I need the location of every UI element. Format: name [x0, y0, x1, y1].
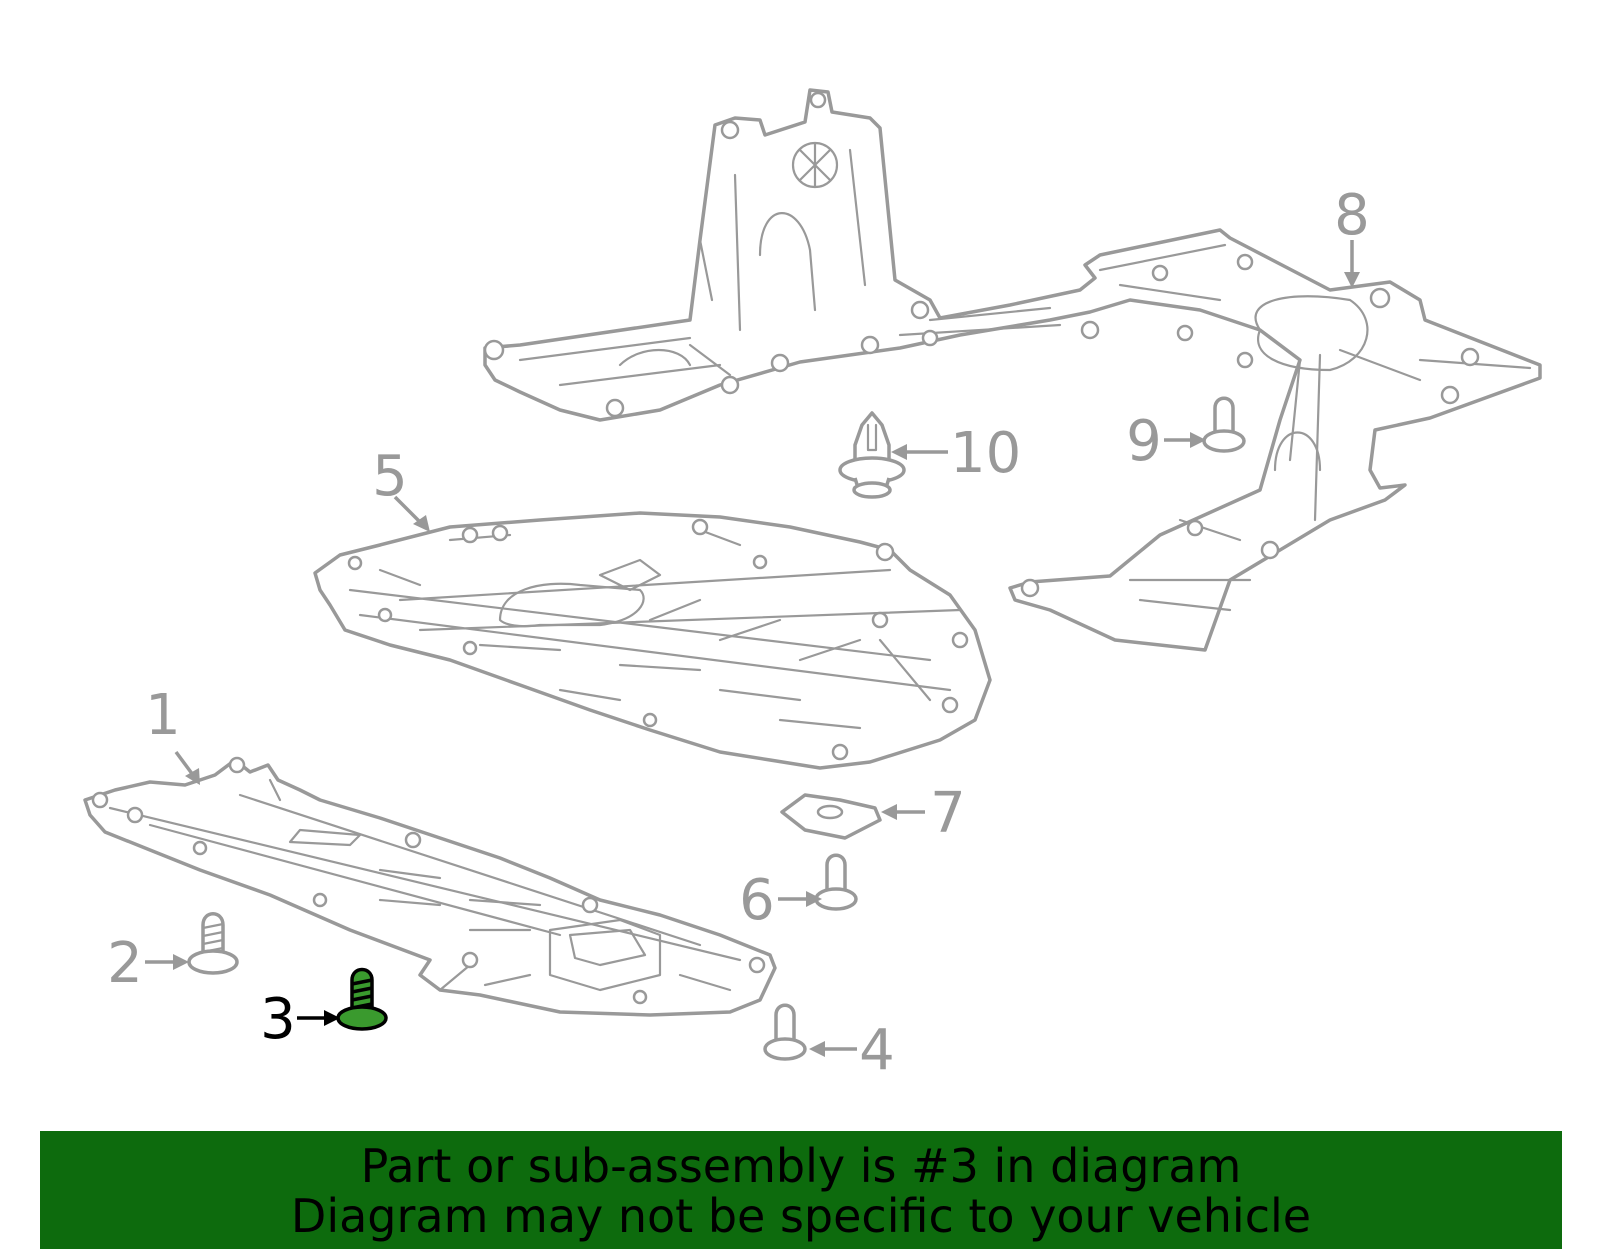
part-7-clip-nut	[780, 793, 882, 840]
part-8-subframe	[483, 88, 1542, 652]
part-5-under-cover	[313, 511, 992, 770]
part-2-bolt	[187, 912, 239, 975]
callout-10: 10	[950, 421, 1021, 486]
banner-line-2: Diagram may not be specific to your vehi…	[290, 1189, 1312, 1243]
callout-8: 8	[1334, 183, 1370, 248]
parts-diagram: 8 5 1 10 9 7 6 4 2 3	[83, 88, 1542, 1083]
part-3-bolt-highlighted	[336, 967, 388, 1031]
callout-2: 2	[107, 931, 143, 996]
part-4-bolt	[763, 1003, 807, 1061]
callout-3: 3	[260, 987, 296, 1052]
part-1-splash-shield	[83, 756, 777, 1017]
info-banner: Part or sub-assembly is #3 in diagram Di…	[40, 1131, 1562, 1249]
part-9-bolt	[1202, 396, 1246, 453]
part-10-push-clip	[838, 411, 906, 499]
callout-7: 7	[930, 781, 966, 846]
callout-5: 5	[372, 444, 408, 509]
part-6-bolt	[814, 853, 858, 911]
callout-1: 1	[145, 683, 181, 748]
callout-4: 4	[859, 1018, 895, 1083]
leader-arrows	[145, 240, 1360, 1057]
callout-9: 9	[1126, 409, 1162, 474]
callout-6: 6	[739, 868, 775, 933]
banner-line-1: Part or sub-assembly is #3 in diagram	[360, 1139, 1242, 1193]
